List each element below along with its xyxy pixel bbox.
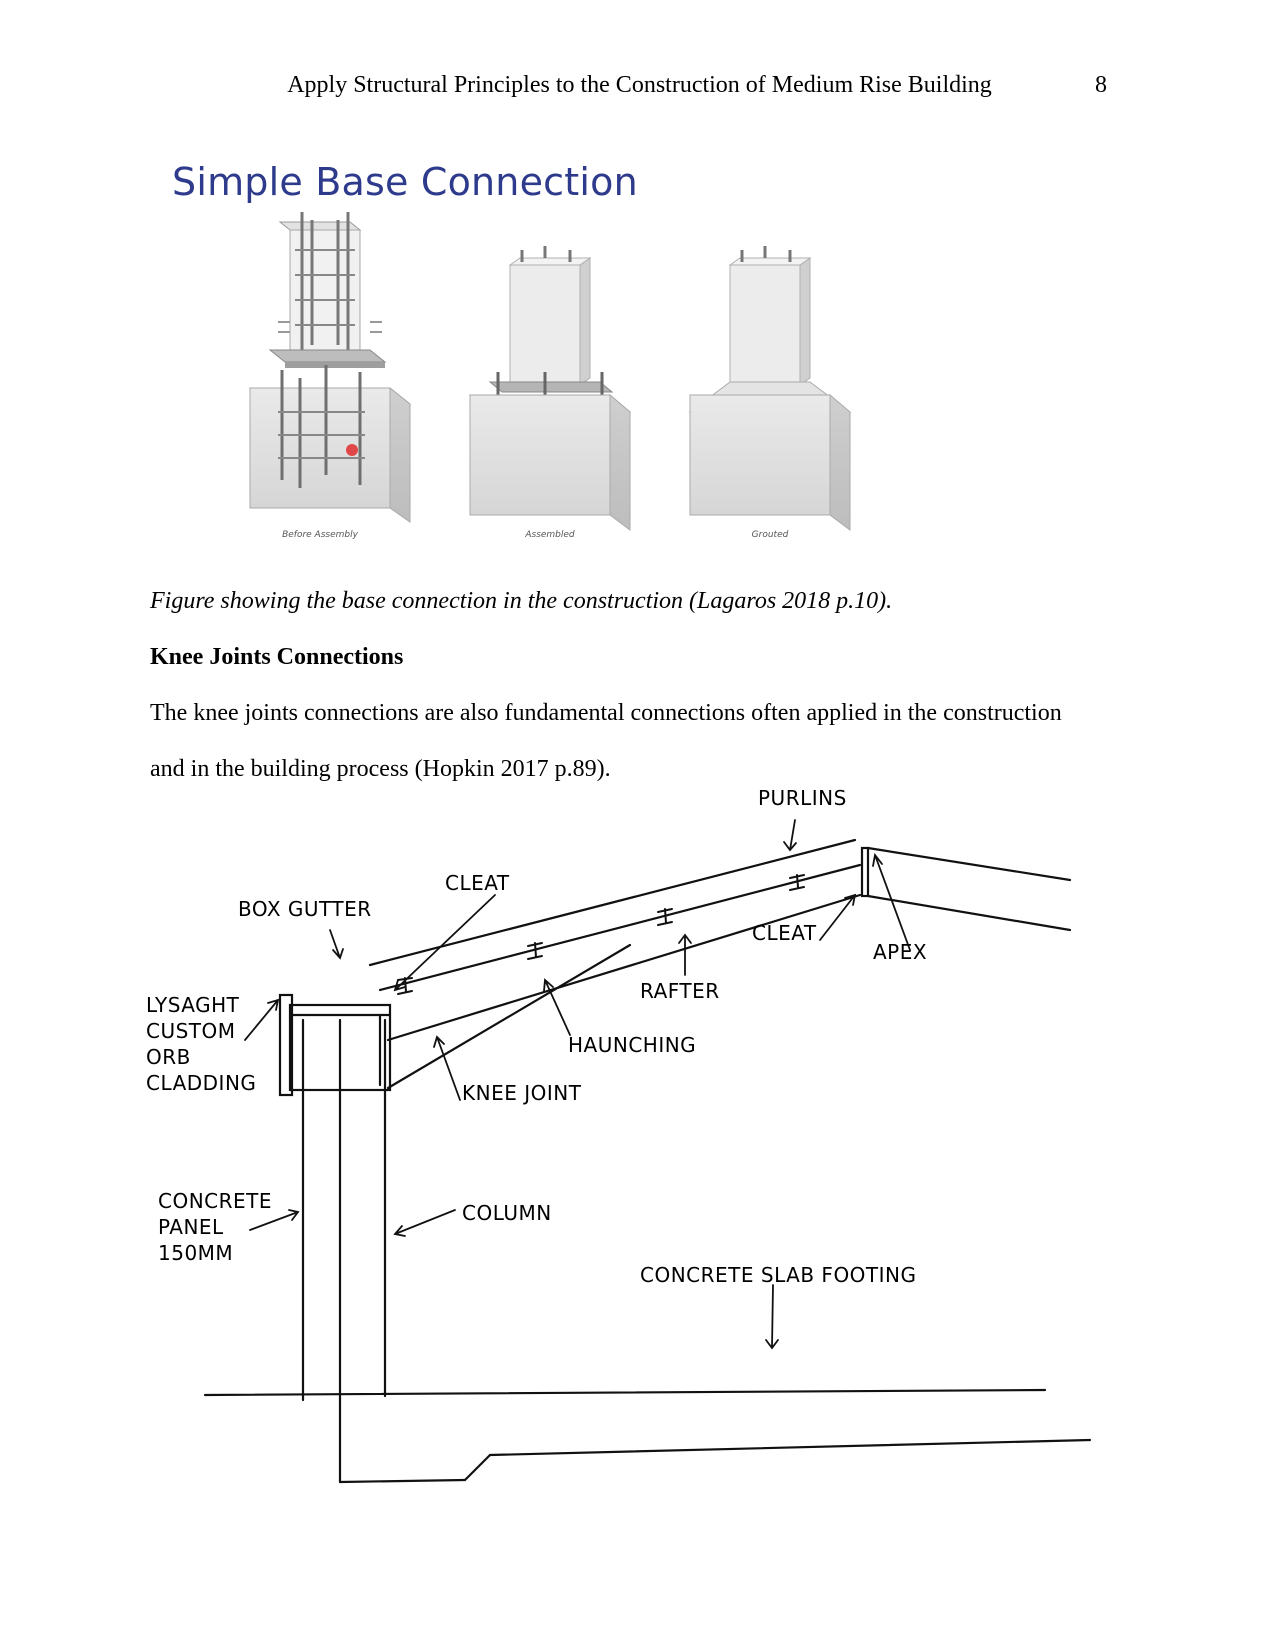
knee-joint-drawing	[203, 819, 1092, 1484]
label-cladding-line: Lysaght	[146, 993, 240, 1017]
stage-label-grouted: Grouted	[751, 530, 789, 540]
label-column: Column	[462, 1201, 552, 1225]
base-connection-illustration	[248, 212, 852, 531]
stage-label-assembled: Assembled	[525, 530, 575, 540]
paragraph-line: The knee joints connections are also fun…	[150, 700, 1062, 726]
label-cladding-line: Custom	[146, 1019, 236, 1043]
label-haunching: Haunching	[568, 1033, 697, 1057]
label-concrete-panel-line: 150mm	[158, 1241, 234, 1265]
label-concrete-panel-line: Panel	[158, 1215, 224, 1239]
grouted-drawing	[688, 246, 852, 531]
stage-label-before: Before Assembly	[282, 530, 358, 540]
figure-caption: Figure showing the base connection in th…	[150, 588, 893, 614]
label-purlins: Purlins	[758, 786, 847, 810]
paragraph-line: and in the building process (Hopkin 2017…	[150, 756, 611, 782]
label-cleat-top: Cleat	[445, 871, 510, 895]
section-heading: Knee Joints Connections	[150, 644, 404, 670]
label-cladding-line: Cladding	[146, 1071, 257, 1095]
before-assembly-drawing	[248, 212, 412, 523]
label-slab-footing: Concrete Slab Footing	[640, 1263, 917, 1287]
label-box-gutter: Box Gutter	[238, 897, 372, 921]
running-head: Apply Structural Principles to the Const…	[287, 72, 992, 98]
label-rafter: Rafter	[640, 979, 720, 1003]
figure-title: Simple Base Connection	[172, 160, 638, 204]
base-connection-figure: Simple Base Connection Before Assembly A…	[160, 150, 920, 545]
label-knee-joint: Knee Joint	[462, 1081, 582, 1105]
page-number: 8	[1095, 72, 1107, 98]
label-concrete-panel: Concrete Panel 150mm	[158, 1188, 272, 1266]
label-apex: Apex	[873, 940, 928, 964]
assembled-drawing	[468, 246, 632, 531]
label-cladding-line: Orb	[146, 1045, 191, 1069]
knee-joint-sketch: Purlins Cleat Box Gutter Cleat Apex Lysa…	[140, 786, 1120, 1520]
label-concrete-panel-line: Concrete	[158, 1189, 273, 1213]
label-cladding: Lysaght Custom Orb Cladding	[146, 992, 256, 1096]
label-cleat-right: Cleat	[752, 921, 817, 945]
